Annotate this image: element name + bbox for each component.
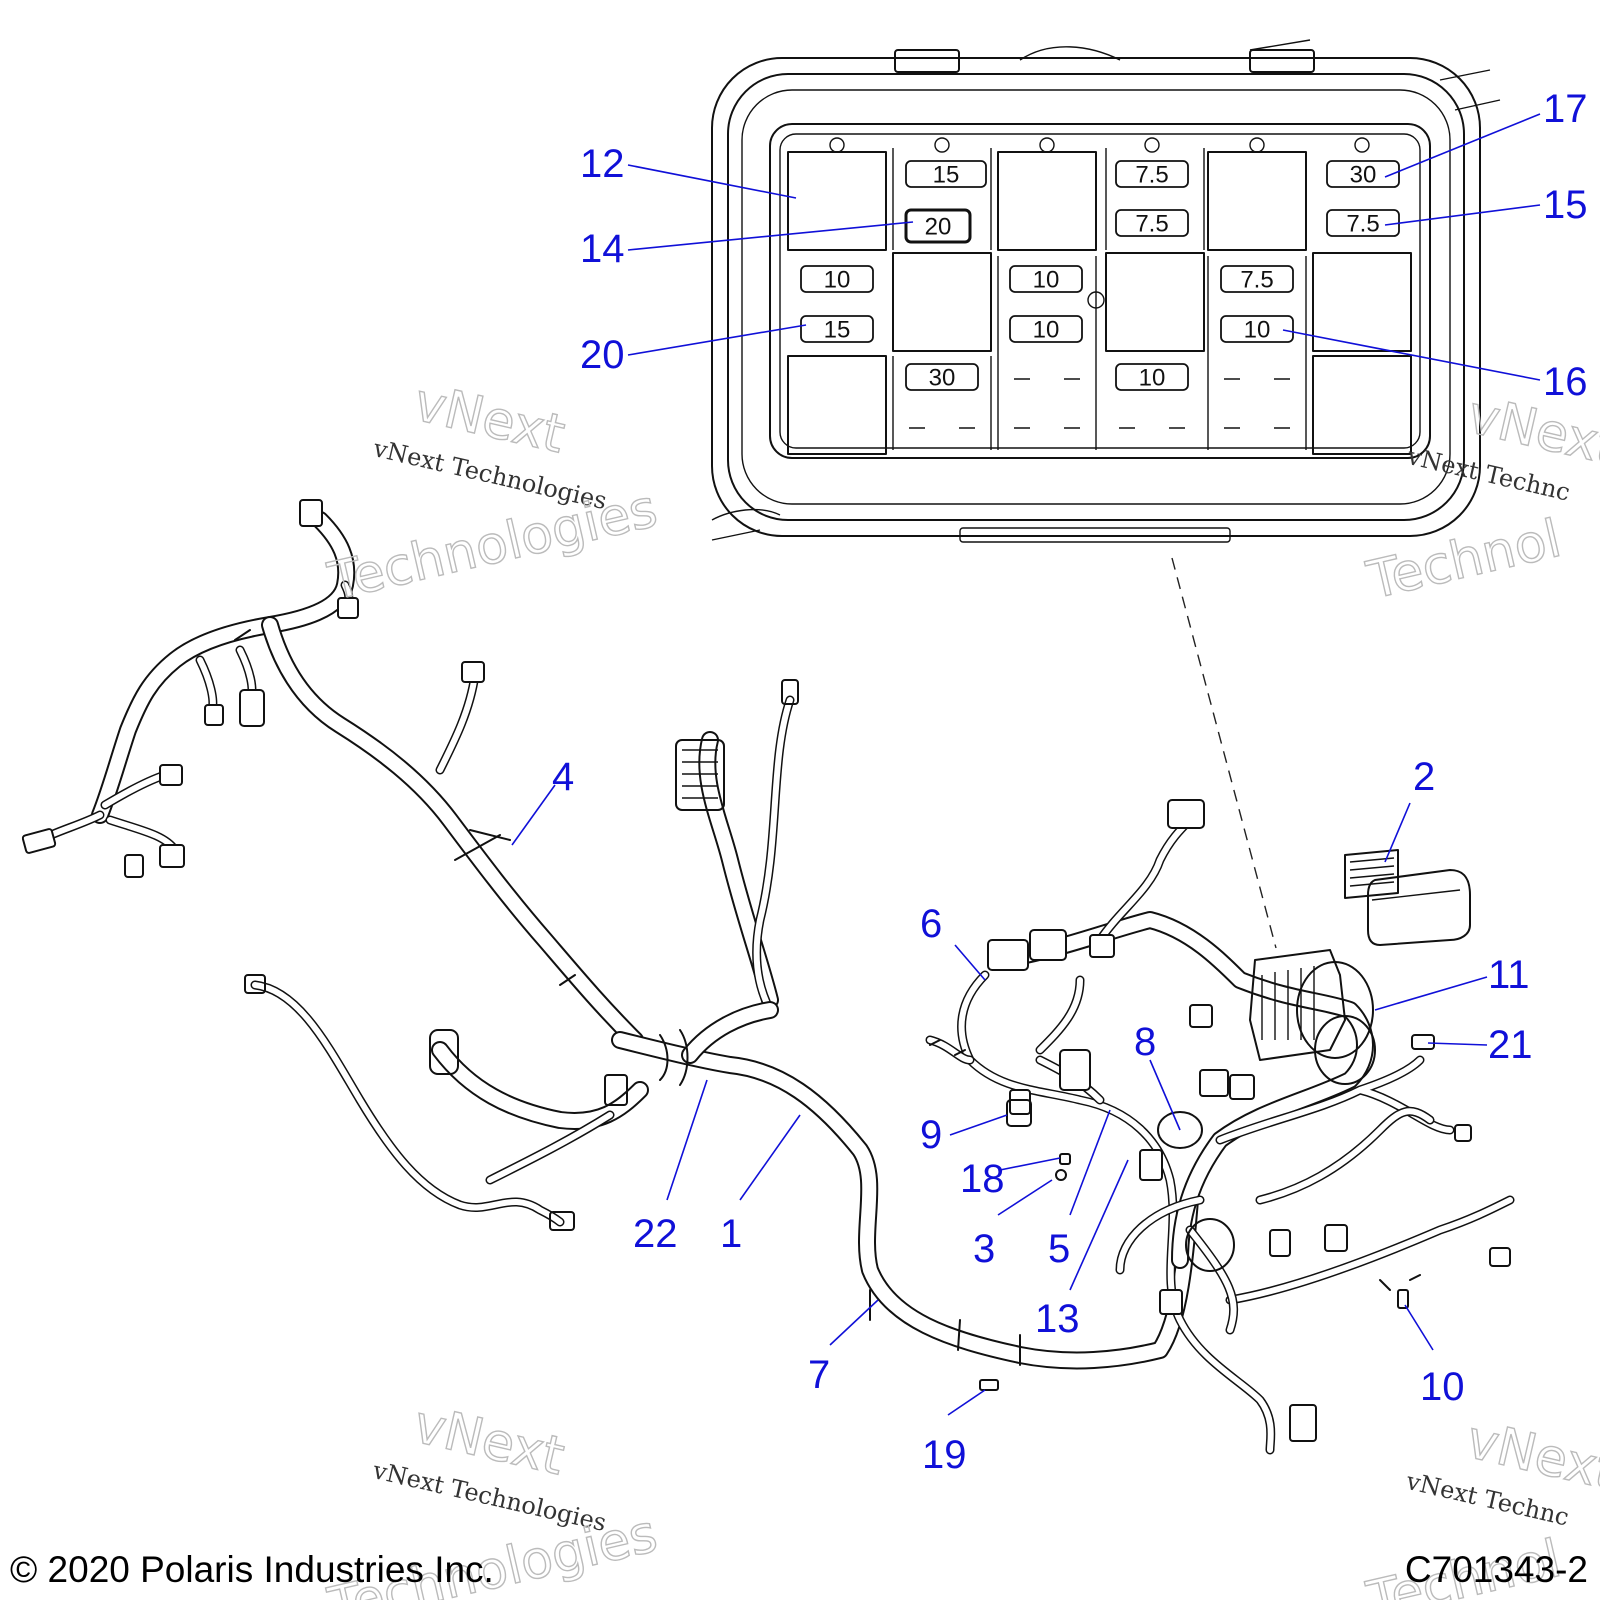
fuse: 10 xyxy=(1115,363,1189,392)
drawing-code: C701343-2 xyxy=(1405,1549,1588,1590)
fuse-rating: 7.5 xyxy=(1135,211,1168,238)
relay-slot xyxy=(1312,355,1412,455)
relay-slot xyxy=(892,252,992,352)
fuse: 10 xyxy=(1009,265,1083,294)
fuse-label-decal xyxy=(1344,849,1399,899)
fuse-rating: 20 xyxy=(925,214,952,241)
grommet xyxy=(1006,1099,1032,1127)
fuse-body xyxy=(800,265,874,293)
callout-label: 13 xyxy=(1035,1297,1080,1341)
callout-label: 12 xyxy=(580,142,625,186)
fuse: 7.5 xyxy=(1326,209,1400,238)
fuse-rating: 10 xyxy=(1033,267,1060,294)
fuse-rating: 15 xyxy=(933,162,960,189)
callout-label: 7 xyxy=(808,1353,830,1397)
watermark-word: Technologies xyxy=(323,479,663,613)
fuse-body xyxy=(1115,209,1189,237)
callout-label: 14 xyxy=(580,227,625,271)
fuse-rating: 30 xyxy=(929,365,956,392)
fuse-rating: 10 xyxy=(1033,317,1060,344)
callout-label: 18 xyxy=(960,1157,1005,1201)
callout-label: 21 xyxy=(1488,1023,1533,1067)
fuse: 30 xyxy=(1326,160,1400,189)
fuse-rating: 10 xyxy=(824,267,851,294)
callout-labels: 12 14 20 17 15 16 4 2 6 11 21 8 9 18 3 5… xyxy=(552,87,1588,1477)
fuse-body xyxy=(800,315,874,343)
callout-label: 9 xyxy=(920,1113,942,1157)
fuse: 10 xyxy=(1220,315,1294,344)
callout-label: 4 xyxy=(552,755,574,799)
callout-label: 17 xyxy=(1543,87,1588,131)
fuse: 10 xyxy=(800,265,874,294)
fuse-body xyxy=(1115,160,1189,188)
callout-label: 3 xyxy=(973,1227,995,1271)
auxiliary-harness xyxy=(244,974,649,1231)
fuse: 30 xyxy=(905,363,979,392)
detail-reference-line xyxy=(1171,557,1277,949)
fuse-rating: 7.5 xyxy=(1240,267,1273,294)
watermarks: vNext vNext Technologies Technologies vN… xyxy=(322,372,1600,1600)
callout-label: 16 xyxy=(1543,360,1588,404)
fuse: 15 xyxy=(905,160,987,189)
callout-label: 15 xyxy=(1543,183,1588,227)
callout-label: 2 xyxy=(1413,755,1435,799)
fuse-rating: 7.5 xyxy=(1135,162,1168,189)
inline-fuse xyxy=(1397,1289,1409,1309)
fuse-body xyxy=(1009,265,1083,293)
fuse: 7.5 xyxy=(1115,209,1189,238)
fuse-body xyxy=(1220,265,1294,293)
relay-slot xyxy=(1312,252,1412,352)
relay-slot xyxy=(997,151,1097,251)
callout-label: 20 xyxy=(580,333,625,377)
callout-label: 6 xyxy=(920,902,942,946)
callout-label: 19 xyxy=(922,1433,967,1477)
fuse-puller xyxy=(1411,1034,1435,1050)
fuse-body xyxy=(1326,160,1400,188)
fuse: 7.5 xyxy=(1220,265,1294,294)
fuse-box-outer-housing xyxy=(711,57,1481,537)
callout-label: 8 xyxy=(1134,1020,1156,1064)
callout-label: 22 xyxy=(633,1212,678,1256)
fuse-body xyxy=(905,160,987,188)
fuse: 10 xyxy=(1009,315,1083,344)
watermark-word: Technol xyxy=(1361,509,1566,612)
callout-label: 10 xyxy=(1420,1365,1465,1409)
fuse-rating: 7.5 xyxy=(1346,211,1379,238)
fuse-body xyxy=(1009,315,1083,343)
fuse: 15 xyxy=(800,315,874,344)
grommet-small xyxy=(1055,1169,1067,1181)
callout-label: 5 xyxy=(1048,1227,1070,1271)
relay-slot xyxy=(787,151,887,251)
fuse-body xyxy=(904,208,972,244)
ground-terminal xyxy=(1059,1153,1071,1165)
callout-label: 11 xyxy=(1488,953,1530,997)
fuse-box-inner-frame xyxy=(769,123,1431,459)
main-harness xyxy=(611,679,1199,1391)
fuse-rating: 30 xyxy=(1350,162,1377,189)
right-harness xyxy=(925,799,1515,1455)
fuse-box-detail: 15 20 10 15 30 10 10 7.5 7.5 10 7.5 10 30 7.5 xyxy=(711,39,1501,543)
fuse-rating: 10 xyxy=(1139,365,1166,392)
fuse-rating: 10 xyxy=(1244,317,1271,344)
fuse: 20 xyxy=(904,208,972,244)
fuse-body xyxy=(1115,363,1189,391)
relay-slot xyxy=(1105,252,1205,352)
power-distribution-module xyxy=(1249,949,1346,1061)
callout-leaders xyxy=(511,113,1541,1416)
copyright-notice: © 2020 Polaris Industries Inc. xyxy=(10,1549,494,1590)
fuse-body xyxy=(1220,315,1294,343)
chassis-harness-left xyxy=(21,499,644,1049)
fuse: 7.5 xyxy=(1115,160,1189,189)
fuse-box-cover xyxy=(1367,869,1471,946)
fuse-rating: 15 xyxy=(824,317,851,344)
callout-label: 1 xyxy=(720,1212,742,1256)
relay-slot xyxy=(1207,151,1307,251)
fuse-body xyxy=(905,363,979,391)
relay-slot xyxy=(787,355,887,455)
